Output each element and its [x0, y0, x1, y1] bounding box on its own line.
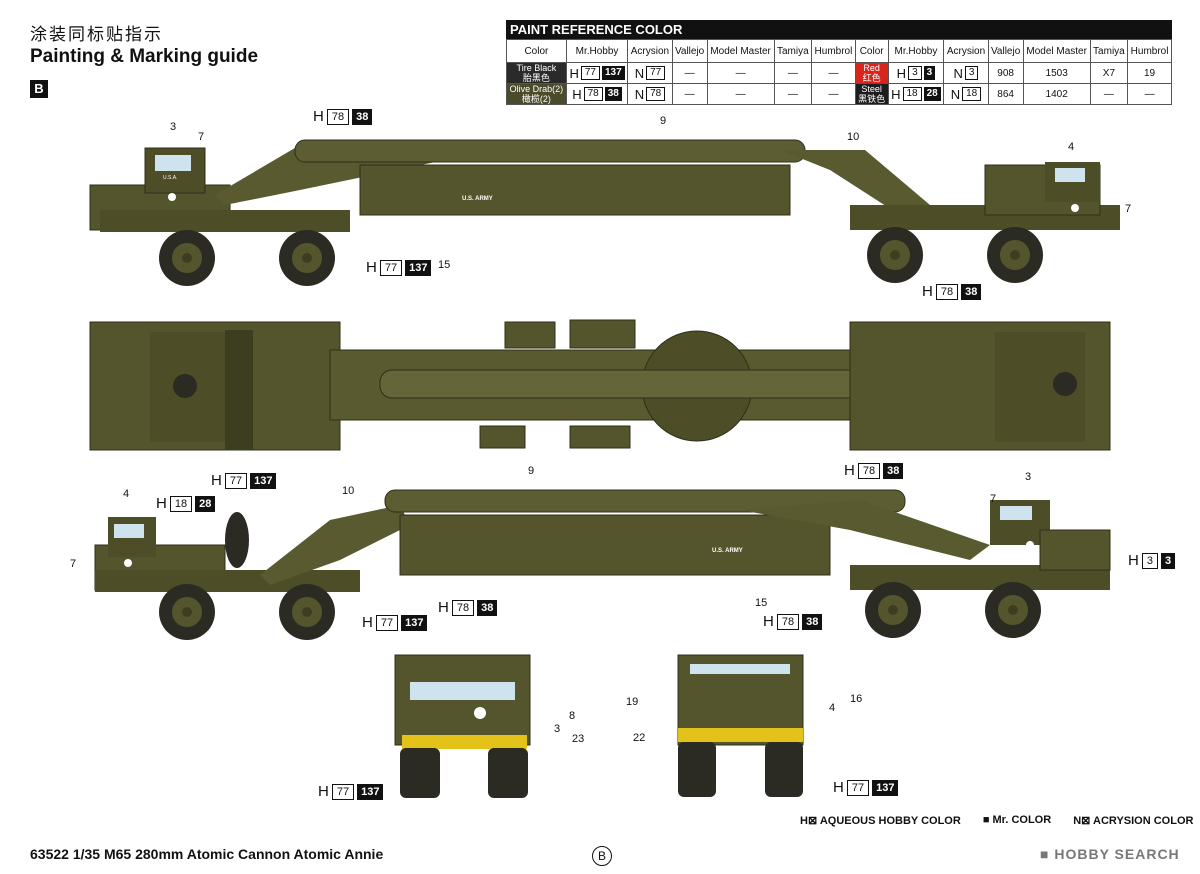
- legend-aqueous: H⊠ AQUEOUS HOBBY COLOR: [800, 815, 961, 827]
- humbrol-cell: —: [811, 83, 856, 105]
- page-title: Painting & Marking guide: [30, 46, 259, 67]
- paint-table-title: PAINT REFERENCE COLOR: [506, 20, 1172, 39]
- part-number: 7: [70, 558, 77, 570]
- tamiya-cell: —: [773, 83, 813, 105]
- col-vallejo: Vallejo: [671, 39, 708, 63]
- side-view-right: [94, 489, 1111, 641]
- part-number: 7: [1125, 203, 1132, 215]
- watermark-logo: ■ HOBBY SEARCH: [1040, 846, 1180, 862]
- part-number: 3: [1025, 471, 1032, 483]
- part-number: 7: [990, 493, 997, 505]
- col-color: Color: [506, 39, 567, 63]
- part-number: 23: [572, 733, 585, 745]
- part-number: 15: [438, 259, 451, 271]
- humbrol-cell: —: [1127, 83, 1172, 105]
- col-model-master: Model Master: [706, 39, 775, 63]
- top-view: [89, 319, 1111, 451]
- us-army-marking-2: U.S. ARMY: [712, 548, 743, 554]
- product-title: 63522 1/35 M65 280mm Atomic Cannon Atomi…: [30, 846, 384, 862]
- part-number: 4: [1068, 141, 1075, 153]
- col-acrysion-2: Acrysion: [943, 39, 989, 63]
- side-view-left: [89, 139, 1120, 287]
- page-marker: B: [592, 846, 612, 866]
- front-view: [394, 654, 531, 798]
- color-legend: H⊠ AQUEOUS HOBBY COLOR ■ Mr. COLOR N⊠ AC…: [800, 814, 1193, 827]
- part-number: 19: [626, 696, 639, 708]
- vallejo-cell: 864: [987, 83, 1024, 105]
- part-number: 10: [847, 131, 860, 143]
- part-number: 9: [528, 465, 535, 477]
- part-number: 8: [569, 710, 576, 722]
- part-number: 15: [755, 597, 768, 609]
- part-number: 9: [660, 115, 667, 127]
- part-number: 22: [633, 732, 646, 744]
- col-acrysion: Acrysion: [627, 39, 673, 63]
- sheet-letter-badge: B: [30, 80, 48, 98]
- part-number: 4: [829, 702, 836, 714]
- col-humbrol: Humbrol: [811, 39, 856, 63]
- legend-mr-color: ■ Mr. COLOR: [982, 814, 1052, 826]
- part-number: 4: [123, 488, 130, 500]
- part-number: 16: [850, 693, 863, 705]
- us-army-marking: U.S. ARMY: [462, 196, 493, 202]
- vallejo-cell: —: [671, 83, 708, 105]
- legend-acrysion: N⊠ ACRYSION COLOR: [1073, 815, 1194, 827]
- part-number: 3: [170, 121, 177, 133]
- tamiya-cell: —: [1089, 83, 1129, 105]
- part-number: 10: [342, 485, 355, 497]
- part-number: 7: [198, 131, 205, 143]
- col-tamiya: Tamiya: [773, 39, 813, 63]
- col-color-2: Color: [854, 39, 889, 63]
- usa-marking: U.S.A.: [163, 175, 178, 181]
- rear-view: [677, 654, 804, 797]
- paint-reference-table: PAINT REFERENCE COLOR Color Mr.Hobby Acr…: [506, 20, 1172, 105]
- col-model-master-2: Model Master: [1022, 39, 1091, 63]
- part-number: 3: [554, 723, 561, 735]
- title-chinese: 涂装同标贴指示: [30, 25, 163, 45]
- color-swatch-olive-drab: Olive Drab(2)橄榄(2): [506, 83, 567, 105]
